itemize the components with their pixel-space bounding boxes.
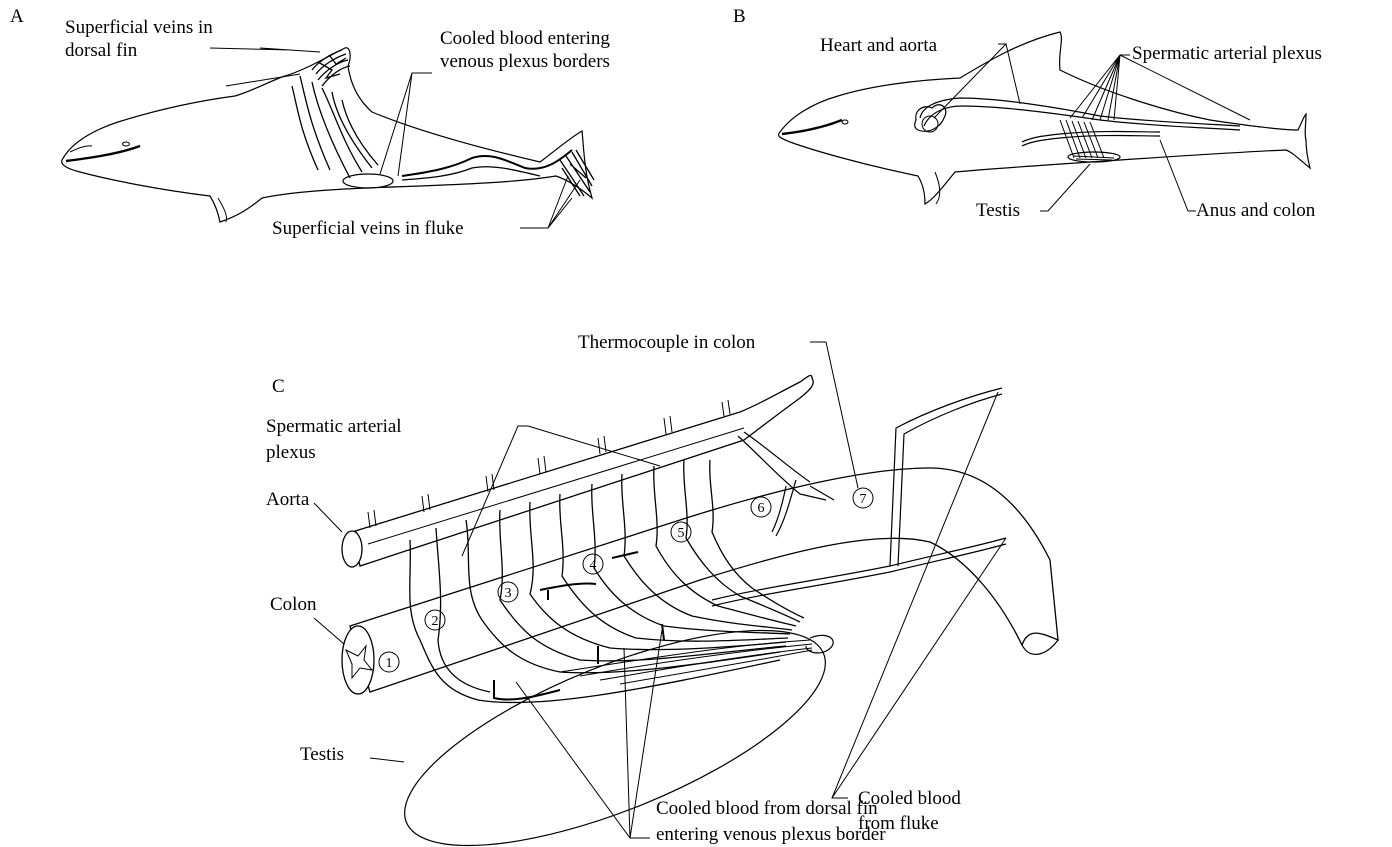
panel-a-melon	[70, 146, 92, 152]
panel-b-heart	[915, 105, 946, 132]
marker-5: 5	[678, 526, 685, 541]
panel-a-fluke-veins	[560, 150, 594, 196]
panel-c-aorta-end	[342, 531, 362, 567]
marker-3: 3	[505, 586, 512, 601]
panel-c-leader-testis	[370, 758, 404, 762]
panel-b-leader-testis	[1040, 164, 1090, 211]
panel-a-dorsal-fin-veins	[312, 50, 350, 86]
panel-a-mouth	[66, 146, 140, 161]
panel-b-mouth	[782, 120, 842, 134]
panel-c-label-colon: Colon	[270, 594, 317, 615]
panel-a-fin-veins-descending	[292, 76, 378, 178]
panel-c-label-testis: Testis	[300, 744, 344, 765]
marker-7: 7	[860, 492, 867, 507]
panel-a-leader-dorsal	[210, 48, 320, 86]
panel-b-eye	[842, 120, 848, 124]
panel-b-label-testis: Testis	[976, 200, 1020, 221]
marker-6: 6	[758, 501, 765, 516]
panel-a-letter: A	[10, 6, 24, 27]
panel-c-fluke-end	[1022, 640, 1058, 654]
panel-b: B Heart and aorta Spermatic arterial ple…	[733, 6, 1322, 221]
panel-c-leader-dorsal	[516, 630, 662, 838]
panel-c-label-aorta: Aorta	[266, 489, 310, 510]
panel-a-label-cooled-2: venous plexus borders	[440, 51, 610, 72]
panel-b-label-anus: Anus and colon	[1196, 200, 1316, 221]
panel-c-label-dorsal-1: Cooled blood from dorsal fin	[656, 798, 878, 819]
marker-1: 1	[386, 656, 393, 671]
panel-c-leader-colon	[314, 618, 344, 644]
panel-c-leader-fluke	[832, 392, 1006, 798]
panel-a-label-dorsal-1: Superficial veins in	[65, 17, 213, 38]
panel-c: C	[266, 332, 1058, 847]
panel-a-label-cooled-1: Cooled blood entering	[440, 28, 610, 49]
marker-2: 2	[432, 614, 439, 629]
marker-4: 4	[590, 558, 597, 573]
panel-b-leader-plexus	[1070, 55, 1130, 120]
panel-b-label-heart: Heart and aorta	[820, 35, 938, 56]
panel-c-letter: C	[272, 376, 285, 397]
panel-a-eye	[123, 142, 130, 146]
panel-c-label-plexus-1: Spermatic arterial	[266, 416, 402, 437]
panel-a-dolphin-outline	[62, 48, 592, 222]
panel-a-label-dorsal-2: dorsal fin	[65, 40, 138, 61]
panel-c-label-thermocouple: Thermocouple in colon	[578, 332, 756, 353]
panel-c-aorta-branches	[368, 400, 730, 528]
panel-b-leader-plexus-body	[1120, 55, 1250, 120]
panel-a-leader-fluke	[520, 176, 580, 228]
panel-c-label-dorsal-2: entering venous plexus border	[656, 824, 886, 845]
panel-a-fluke-vein	[402, 150, 572, 176]
panel-c-leader-thermocouple	[810, 342, 858, 488]
panel-c-leader-aorta	[314, 503, 342, 532]
panel-b-pectoral-fin	[935, 172, 940, 204]
panel-a-label-fluke: Superficial veins in fluke	[272, 218, 464, 239]
panel-c-colon-end	[342, 626, 374, 694]
panel-b-label-plexus: Spermatic arterial plexus	[1132, 43, 1322, 64]
panel-b-letter: B	[733, 6, 746, 27]
panel-a-venous-plexus	[343, 174, 393, 188]
panel-b-leader-anus	[1160, 140, 1196, 211]
panel-c-label-plexus-2: plexus	[266, 442, 316, 463]
panel-a: A Superficial veins in dorsal fin Cooled…	[10, 6, 610, 239]
